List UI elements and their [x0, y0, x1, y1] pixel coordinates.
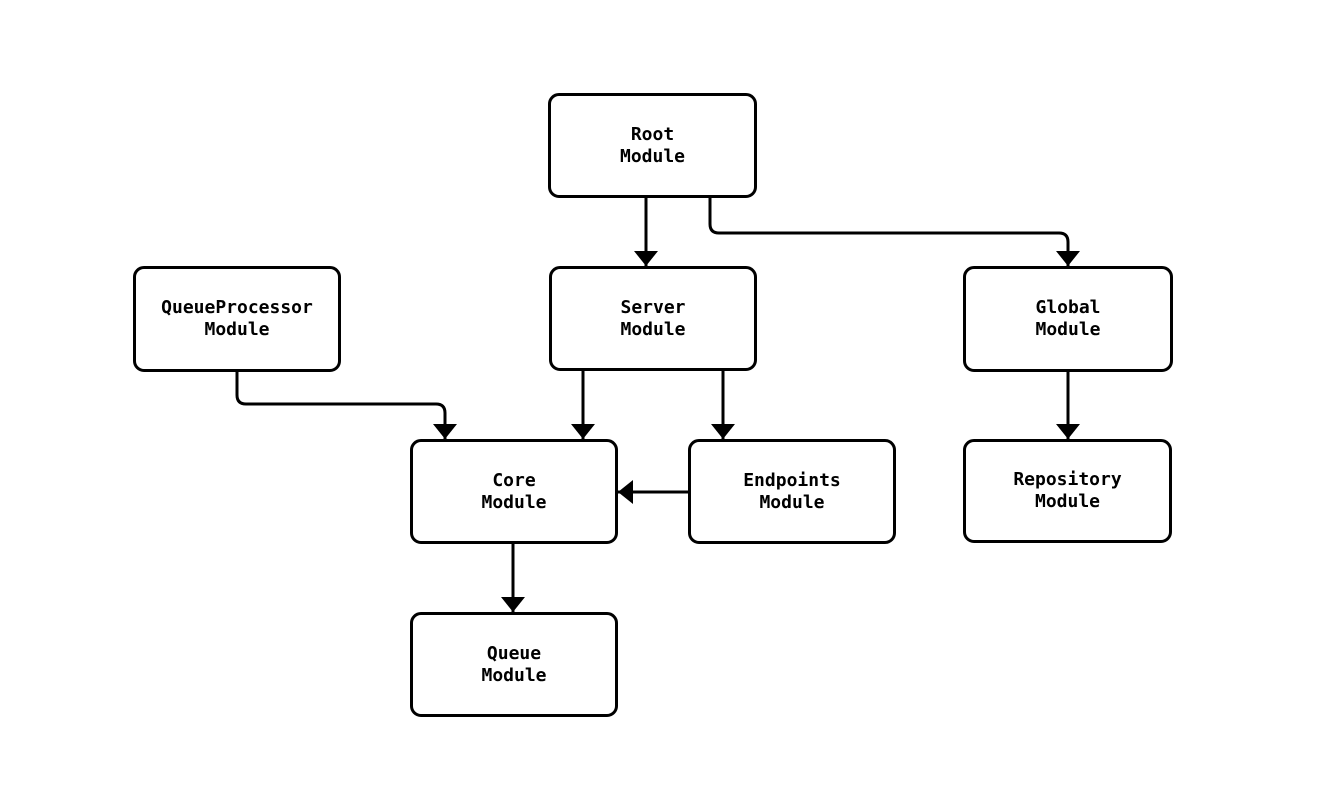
node-global-module: Global Module [963, 266, 1173, 372]
node-label-queue: Queue Module [481, 642, 547, 686]
node-label-repository: Repository Module [1013, 469, 1122, 512]
node-server-module: Server Module [549, 266, 757, 371]
edge-root-global [708, 198, 1080, 266]
node-label-root: Root Module [619, 123, 686, 167]
node-queueprocessor-module: QueueProcessor Module [133, 266, 341, 372]
edge-queueprocessor-core [235, 372, 457, 439]
node-label-core: Core Module [481, 469, 547, 513]
node-label-global: Global Module [1035, 297, 1101, 340]
node-core-module: Core Module [410, 439, 618, 544]
node-queue-module: Queue Module [410, 612, 618, 717]
node-repository-module: Repository Module [963, 439, 1172, 543]
node-label-endpoints: Endpoints Module [743, 469, 841, 513]
node-label-server: Server Module [620, 296, 686, 340]
node-label-queueprocessor: QueueProcessor Module [161, 297, 313, 340]
node-root-module: Root Module [548, 93, 757, 198]
node-endpoints-module: Endpoints Module [688, 439, 896, 544]
